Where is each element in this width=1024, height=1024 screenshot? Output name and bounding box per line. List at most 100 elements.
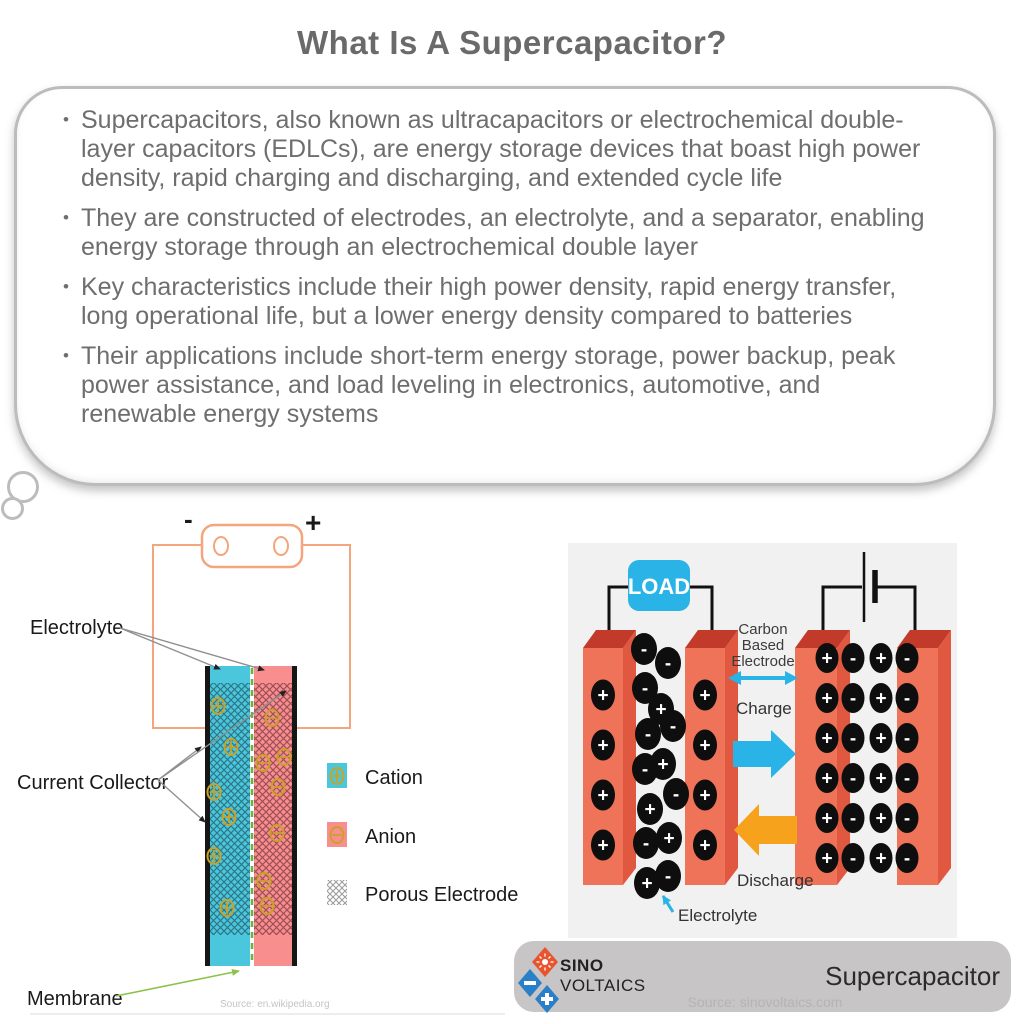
svg-text:+: + <box>597 836 608 857</box>
brand-name-line1: SINO <box>560 956 604 975</box>
capacitor-stack <box>205 666 297 966</box>
svg-text:-: - <box>665 654 671 675</box>
svg-text:-: - <box>643 834 649 855</box>
charge-arrow-icon <box>733 730 796 778</box>
load-box <box>628 560 690 611</box>
anion-icon <box>329 826 345 844</box>
bullet-dot: • <box>63 110 69 129</box>
svg-text:+: + <box>699 786 710 807</box>
svg-text:-: - <box>904 849 910 870</box>
svg-text:-: - <box>642 679 648 700</box>
svg-text:+: + <box>597 686 608 707</box>
svg-text:+: + <box>657 755 668 776</box>
svg-text:+: + <box>597 736 608 757</box>
bullet-text: Key characteristics include their high p… <box>81 273 897 330</box>
svg-text:-: - <box>850 769 856 790</box>
svg-text:-: - <box>850 809 856 830</box>
current-collector-left <box>205 666 210 966</box>
left-source-text: Source: en.wikipedia.org <box>220 999 330 1010</box>
svg-text:-: - <box>850 729 856 750</box>
charge-discharge-diagram: LOAD ++++++++---+--+--++--+++++++------+… <box>514 543 1011 1013</box>
current-collector-pointer-lines <box>157 690 287 823</box>
svg-text:-: - <box>642 760 648 781</box>
brand-name-line2: VOLTAICS <box>560 976 646 995</box>
page-title: What Is A Supercapacitor? <box>297 24 727 61</box>
membrane-label: Membrane <box>27 988 123 1010</box>
electrolyte-pointer-lines <box>119 627 265 672</box>
svg-text:+: + <box>821 649 832 670</box>
double-arrow-icon <box>728 671 798 685</box>
svg-text:+: + <box>641 874 652 895</box>
bullet-text: Supercapacitors, also known as ultracapa… <box>81 106 921 192</box>
svg-text:-: - <box>904 649 910 670</box>
legend: Cation Anion Porous Electrode <box>327 763 518 906</box>
svg-text:+: + <box>875 689 886 710</box>
svg-text:-: - <box>904 809 910 830</box>
electrolyte-cursor-icon <box>661 895 675 913</box>
bullet-item: • They are constructed of electrodes, an… <box>61 204 925 262</box>
membrane-pointer-line <box>115 968 240 997</box>
load-label: LOAD <box>628 574 690 599</box>
carbon-line-2: Based <box>742 637 785 654</box>
svg-text:+: + <box>644 800 655 821</box>
svg-text:+: + <box>821 689 832 710</box>
legend-cation-label: Cation <box>365 767 423 789</box>
bullet-item: • Key characteristics include their high… <box>61 273 925 331</box>
speech-bubble-tail <box>1 497 24 520</box>
current-collector-right <box>292 666 297 966</box>
summary-speech-bubble: • Supercapacitors, also known as ultraca… <box>1 86 996 520</box>
svg-text:+: + <box>875 729 886 750</box>
footer-source-text: Source: sinovoltaics.com <box>688 994 843 1010</box>
bullet-dot: • <box>63 208 69 227</box>
edlc-schematic-diagram: - + Electrolyte Current Collector <box>17 504 518 1015</box>
carbon-line-3: Electrode <box>731 653 794 670</box>
cation-icon <box>329 767 345 785</box>
load-wires <box>607 585 714 632</box>
svg-text:+: + <box>699 836 710 857</box>
svg-text:-: - <box>673 785 679 806</box>
plus-terminal-sign: + <box>305 507 321 538</box>
electrolyte-label-right: Electrolyte <box>678 906 757 925</box>
current-collector-label: Current Collector <box>17 772 169 794</box>
svg-text:+: + <box>597 786 608 807</box>
ion-ovals: ++++++++---+--+--++--+++++++------++++++… <box>591 633 919 899</box>
svg-text:-: - <box>641 640 647 661</box>
bullet-text: Their applications include short-term en… <box>81 342 896 428</box>
carbon-line-1: Carbon <box>738 621 787 638</box>
battery-symbol <box>200 523 304 569</box>
legend-porous-label: Porous Electrode <box>365 884 518 906</box>
carbon-annotation: Carbon Based Electrode <box>731 621 794 670</box>
svg-text:+: + <box>821 809 832 830</box>
sinovoltaics-logo-icon <box>518 947 559 1013</box>
svg-text:+: + <box>875 769 886 790</box>
ion-symbols <box>206 697 292 917</box>
porous-electrode-hatch-right <box>254 683 292 935</box>
svg-text:-: - <box>904 689 910 710</box>
discharge-arrow-icon <box>734 804 797 856</box>
svg-text:+: + <box>655 700 666 721</box>
bullet-item: • Their applications include short-term … <box>61 342 925 429</box>
bullet-list: • Supercapacitors, also known as ultraca… <box>61 106 925 429</box>
svg-text:-: - <box>850 849 856 870</box>
svg-text:+: + <box>663 829 674 850</box>
porous-hatch-icon <box>327 880 347 905</box>
svg-text:-: - <box>850 689 856 710</box>
svg-text:+: + <box>875 849 886 870</box>
minus-terminal-sign: - <box>184 504 193 534</box>
legend-anion-label: Anion <box>365 826 416 848</box>
bullet-dot: • <box>63 277 69 296</box>
bullet-dot: • <box>63 346 69 365</box>
svg-text:-: - <box>670 717 676 738</box>
svg-text:+: + <box>699 686 710 707</box>
svg-text:+: + <box>875 809 886 830</box>
electrolyte-label: Electrolyte <box>30 617 123 639</box>
bullet-item: • Supercapacitors, also known as ultraca… <box>61 106 925 193</box>
svg-text:+: + <box>821 729 832 750</box>
svg-text:-: - <box>645 725 651 746</box>
svg-text:+: + <box>875 649 886 670</box>
svg-text:-: - <box>904 769 910 790</box>
svg-text:+: + <box>821 769 832 790</box>
footer-product-title: Supercapacitor <box>825 961 1000 991</box>
svg-text:+: + <box>821 849 832 870</box>
